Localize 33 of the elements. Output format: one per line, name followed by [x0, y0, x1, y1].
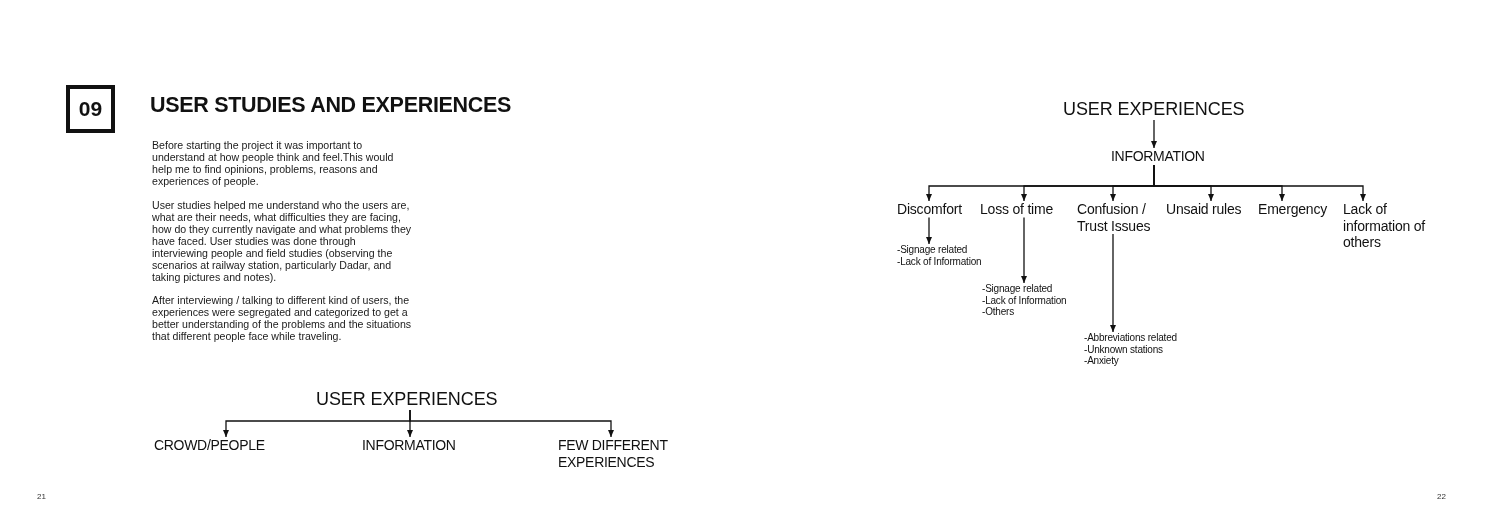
list-item: -Signage related — [897, 244, 969, 256]
category-label: INFORMATION — [1111, 148, 1205, 165]
arrow — [1110, 233, 1116, 333]
tree-root-label: USER EXPERIENCES — [316, 388, 498, 410]
page-number: 22 — [1437, 492, 1446, 502]
arrow — [1153, 164, 1366, 202]
arrow — [1021, 216, 1027, 284]
body-paragraph: User studies helped me understand who the users are, what are their needs, what difficulties they are facing, how do they currently navigate and what problems they have faced. User studies was done through interviewing people and field studies (observing the scenarios at railway station, particularly Dadar, and taking pictures and notes). — [152, 199, 412, 283]
category-label: FEW DIFFERENT EXPERIENCES — [558, 437, 676, 471]
section-number-box: 09 — [66, 85, 115, 133]
page-number: 21 — [37, 492, 46, 502]
subcategory-label: Unsaid rules — [1166, 201, 1242, 218]
list-item: -Lack of Information — [982, 294, 1067, 306]
list-item: -Signage related — [982, 283, 1054, 295]
subcategory-label: Discomfort — [897, 201, 962, 218]
list-item: -Lack of Information — [897, 255, 982, 267]
tree-root-label: USER EXPERIENCES — [1063, 98, 1245, 120]
subcategory-label: Lack of information of others — [1343, 201, 1437, 251]
arrow — [409, 409, 614, 438]
arrow — [926, 216, 932, 245]
subcategory-label: Emergency — [1258, 201, 1327, 218]
list-item: -Others — [982, 306, 1015, 318]
body-paragraph: Before starting the project it was important to understand at how people think and feel.This would help me to find opinions, problems, reasons and experiences of people. — [152, 139, 395, 187]
list-item: -Unknown stations — [1084, 343, 1164, 355]
category-label: CROWD/PEOPLE — [154, 437, 265, 454]
body-paragraph: After interviewing / talking to different kind of users, the experiences were segregated and categorized to get a better understanding of the problems and the situations that different people face while traveling. — [152, 294, 412, 342]
section-title: USER STUDIES AND EXPERIENCES — [150, 93, 512, 117]
list-item: -Abbreviations related — [1084, 332, 1177, 344]
subcategory-label: Confusion / Trust Issues — [1077, 201, 1159, 234]
list-item: -Anxiety — [1084, 355, 1120, 367]
category-label: INFORMATION — [362, 437, 456, 454]
arrow — [1151, 119, 1157, 149]
subcategory-label: Loss of time — [980, 201, 1054, 218]
